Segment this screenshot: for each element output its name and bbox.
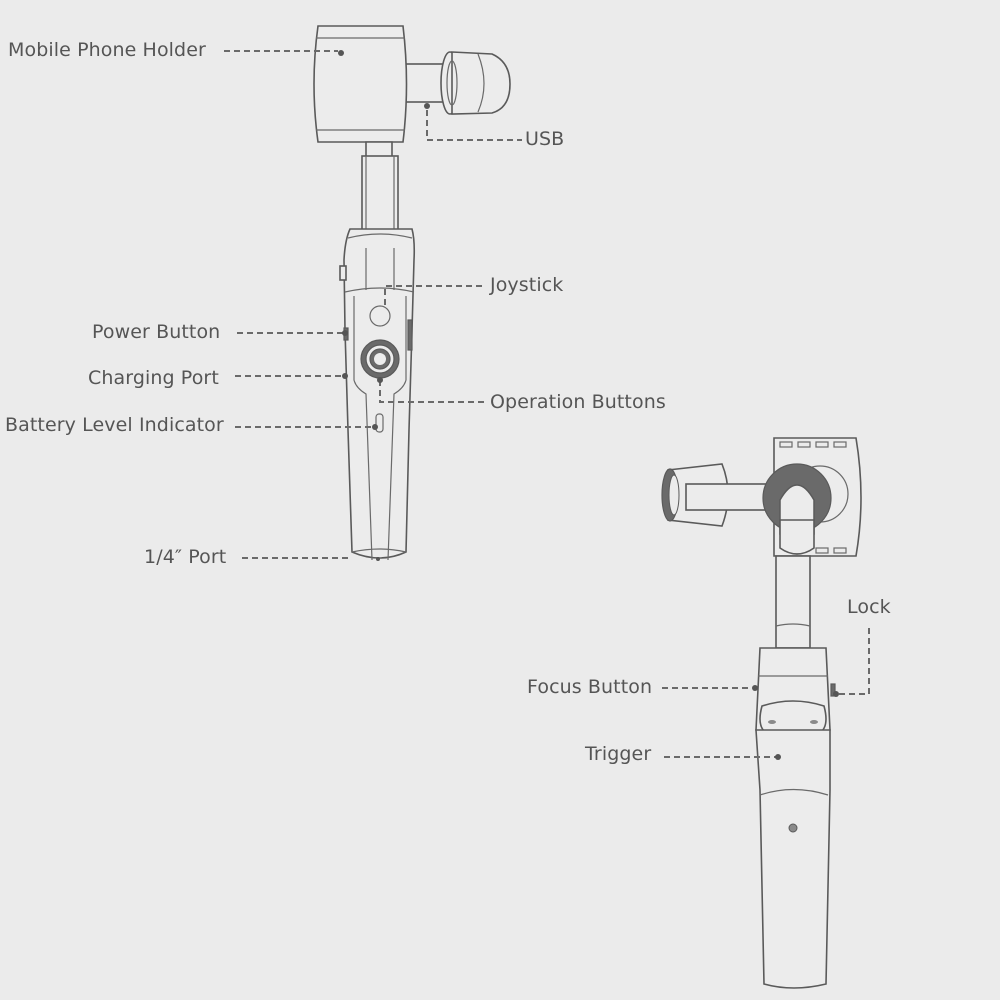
- rear-leaders: [662, 628, 870, 760]
- label-charging-port: Charging Port: [88, 367, 219, 389]
- front-view-gimbal: [224, 25, 522, 561]
- label-usb: USB: [525, 128, 565, 150]
- label-battery-level-indicator: Battery Level Indicator: [5, 414, 224, 436]
- label-operation-buttons: Operation Buttons: [490, 391, 666, 413]
- rear-grip: [755, 729, 831, 989]
- label-mobile-phone-holder: Mobile Phone Holder: [8, 39, 206, 61]
- label-focus-button: Focus Button: [527, 676, 653, 698]
- rear-handle-head: [755, 647, 836, 736]
- label-quarter-inch-port: 1/4″ Port: [144, 546, 227, 568]
- label-joystick: Joystick: [490, 274, 564, 296]
- label-trigger: Trigger: [585, 743, 652, 765]
- front-leaders: [224, 50, 522, 559]
- roll-motor: [402, 51, 511, 115]
- rear-view-gimbal: [661, 437, 870, 989]
- rear-pan-motor: [762, 463, 832, 555]
- mobile-phone-holder: [313, 25, 408, 143]
- front-handle: [339, 228, 416, 561]
- label-lock: Lock: [847, 596, 891, 618]
- vertical-arm: [361, 141, 399, 233]
- label-power-button: Power Button: [92, 321, 221, 343]
- rear-left-motor: [661, 463, 771, 527]
- rear-vertical-arm: [775, 555, 811, 649]
